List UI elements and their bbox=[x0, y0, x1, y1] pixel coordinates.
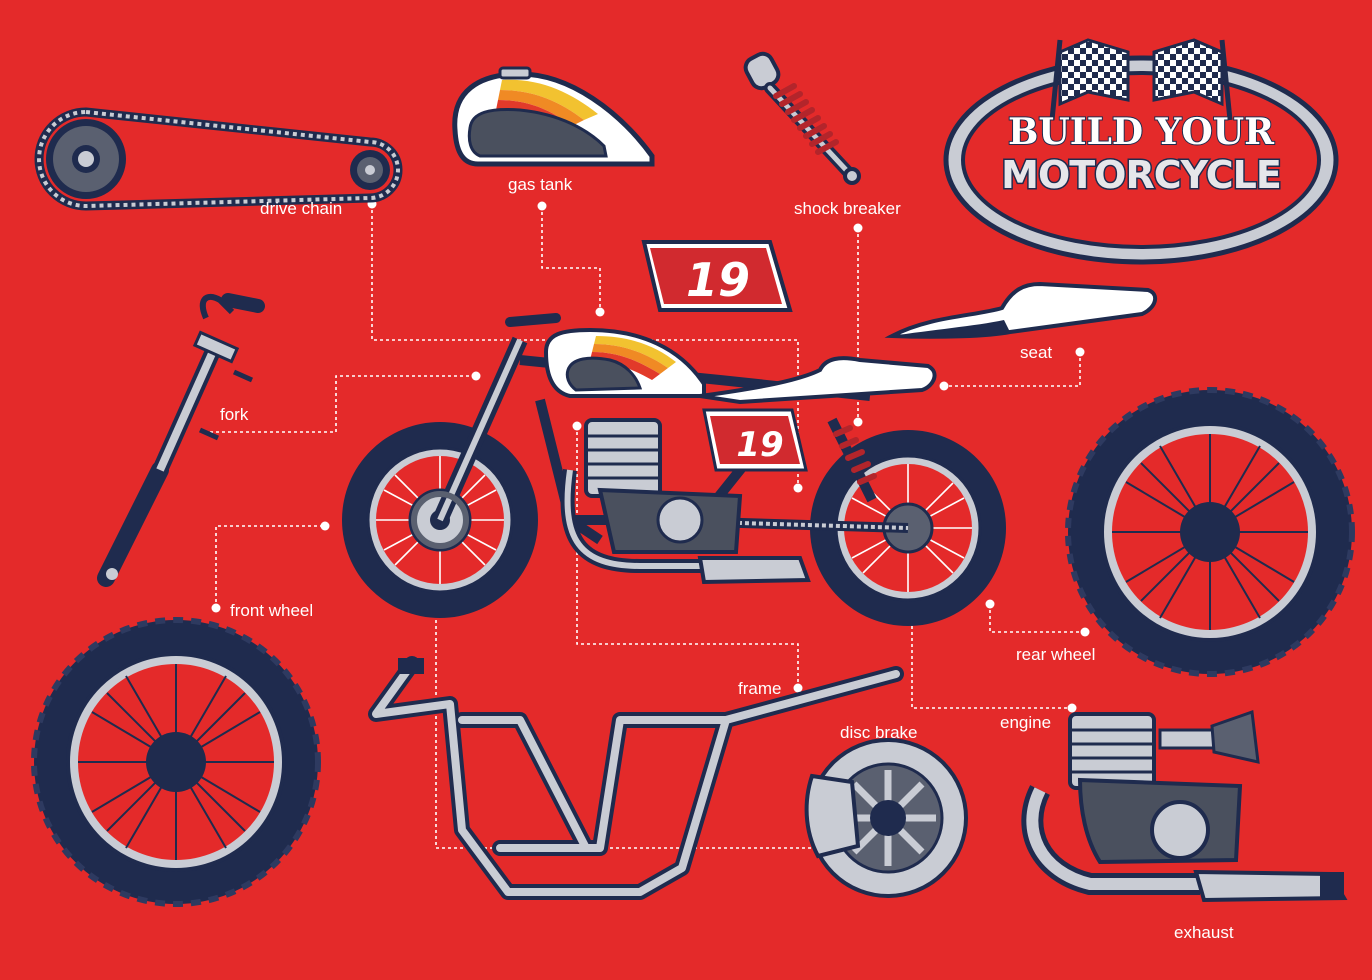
label-disc-brake: disc brake bbox=[840, 723, 917, 742]
shock-breaker-illustration bbox=[743, 51, 861, 185]
label-seat: seat bbox=[1020, 343, 1052, 362]
engine-illustration bbox=[1021, 709, 1260, 895]
label-rear-wheel: rear wheel bbox=[1016, 645, 1095, 664]
drive-chain-illustration bbox=[34, 107, 403, 211]
front-wheel-illustration bbox=[31, 617, 321, 907]
frame-illustration bbox=[368, 656, 904, 900]
checkered-flag-icon bbox=[1152, 38, 1233, 121]
label-drive-chain: drive chain bbox=[260, 199, 342, 218]
number-plate-number: 19 bbox=[686, 253, 750, 307]
title-line-2: MOTORCYCLE bbox=[1001, 153, 1281, 197]
label-gas-tank: gas tank bbox=[508, 175, 573, 194]
label-shock-breaker: shock breaker bbox=[794, 199, 901, 218]
fork-illustration bbox=[97, 293, 265, 587]
seat-illustration bbox=[884, 281, 1158, 339]
gas-tank-illustration bbox=[452, 66, 655, 167]
label-frame: frame bbox=[738, 679, 781, 698]
assembled-motorcycle: 19 bbox=[342, 313, 1006, 626]
part-labels: drive chain gas tank shock breaker seat … bbox=[220, 175, 1234, 942]
bike-side-number: 19 bbox=[736, 425, 783, 465]
label-fork: fork bbox=[220, 405, 249, 424]
number-plate-illustration: 19 bbox=[641, 240, 793, 312]
exhaust-illustration bbox=[1193, 869, 1348, 903]
title-badge: BUILD YOUR MOTORCYCLE bbox=[943, 38, 1339, 265]
label-front-wheel: front wheel bbox=[230, 601, 313, 620]
disc-brake-illustration bbox=[804, 738, 968, 898]
checkered-flag-icon bbox=[1049, 38, 1130, 121]
rear-wheel-illustration bbox=[1065, 387, 1355, 677]
title-line-1: BUILD YOUR bbox=[1008, 111, 1275, 153]
label-exhaust: exhaust bbox=[1174, 923, 1234, 942]
label-engine: engine bbox=[1000, 713, 1051, 732]
